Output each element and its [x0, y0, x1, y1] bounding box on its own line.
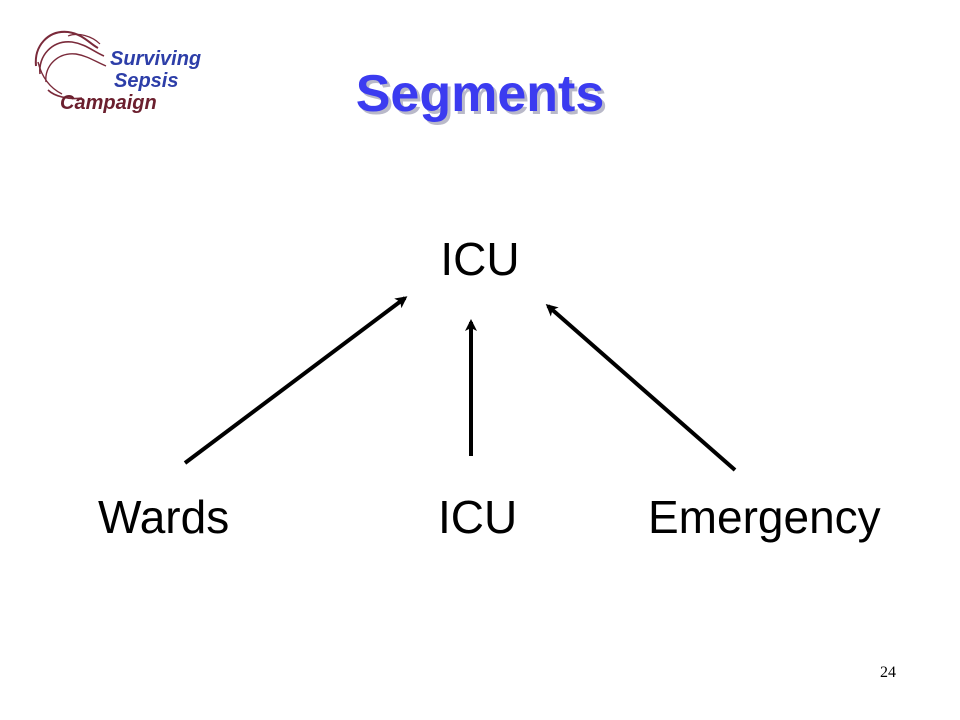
surviving-sepsis-campaign-logo: Surviving Sepsis Campaign [28, 26, 228, 126]
page-number: 24 [880, 664, 896, 681]
arrow-emergency-to-icu [545, 304, 737, 472]
diagram-node-icu-source: ICU [438, 491, 518, 543]
diagram-node-wards: Wards [98, 491, 230, 543]
logo-text-sepsis: Sepsis [114, 70, 179, 92]
logo-text-surviving: Surviving [110, 48, 202, 70]
diagram-node-emergency: Emergency [648, 491, 881, 543]
slide-title: Segments [355, 65, 605, 123]
arrow-wards-to-icu [183, 296, 408, 465]
logo-text-campaign: Campaign [60, 92, 157, 114]
diagram-node-icu-target: ICU [440, 233, 520, 285]
hands-logo-icon [34, 30, 107, 100]
